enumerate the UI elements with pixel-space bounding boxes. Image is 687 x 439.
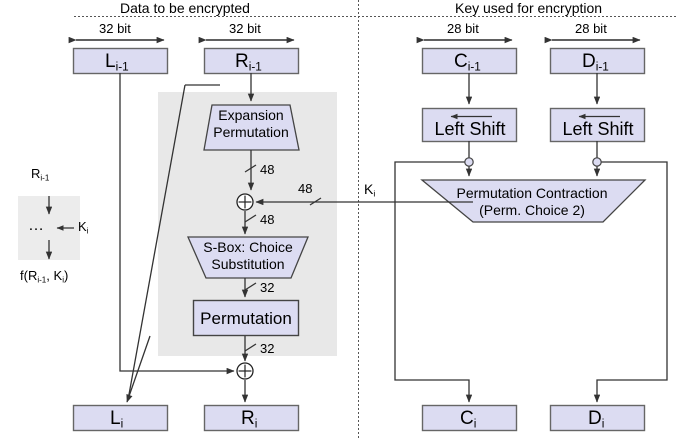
shape-permutation-contraction xyxy=(420,179,647,223)
header-title-left: Data to be encrypted xyxy=(120,0,250,16)
label-permutation-contraction: Permutation Contraction (Perm. Choice 2) xyxy=(452,186,612,217)
box-r-prev xyxy=(203,47,300,75)
label-d-next: Di xyxy=(588,409,604,430)
label-d-next-base: D xyxy=(588,408,602,429)
label-l-prev-base: L xyxy=(105,51,116,72)
label-r-prev-sub: i-1 xyxy=(248,60,262,74)
label-d-prev-base: D xyxy=(582,51,596,72)
header-title-right: Key used for encryption xyxy=(455,0,603,16)
bus-label-expansion-out: 48 xyxy=(260,162,275,177)
box-l-prev xyxy=(72,47,169,75)
inset-output-sub2: i xyxy=(62,275,64,285)
shape-sbox xyxy=(187,236,309,279)
label-l-prev-sub: i-1 xyxy=(115,60,129,74)
bus-label-sbox-out: 32 xyxy=(260,280,275,295)
label-c-prev-sub: i-1 xyxy=(467,60,481,74)
inset-output-prefix: f(R xyxy=(20,268,38,283)
label-subkey-base: K xyxy=(364,181,374,197)
label-c-next-base: C xyxy=(460,408,474,429)
inset-output-sub1: i-1 xyxy=(37,275,47,285)
label-r-next-base: R xyxy=(241,408,255,429)
label-r-prev-base: R xyxy=(235,51,249,72)
label-c-next-sub: i xyxy=(473,417,477,431)
wire-tap-c-to-cnext xyxy=(394,161,473,403)
label-sbox: S-Box: Choice Substitution xyxy=(190,240,306,271)
label-sbox-line2: Substitution xyxy=(211,256,285,272)
label-left-shift-2: Left Shift xyxy=(562,119,634,139)
inset-label-input: Ri-1 xyxy=(31,167,49,182)
label-d-prev: Di-1 xyxy=(582,52,609,73)
inset-label-dots: … xyxy=(28,217,45,234)
inset-label-key: Ki xyxy=(78,220,88,235)
xor-feistel xyxy=(236,362,254,380)
inset-input-sub: i-1 xyxy=(40,173,50,183)
label-l-prev: Li-1 xyxy=(105,52,129,73)
label-c-prev: Ci-1 xyxy=(454,52,481,73)
label-l-next: Li xyxy=(110,409,123,430)
label-c-next: Ci xyxy=(460,409,476,430)
box-c-next xyxy=(421,404,518,432)
shape-expansion-permutation xyxy=(203,104,300,151)
width-label-l-prev: 32 bit xyxy=(99,21,131,36)
box-r-next xyxy=(203,404,300,432)
box-permutation xyxy=(192,299,300,337)
box-left-shift-2 xyxy=(549,107,646,143)
inset-output-mid: , K xyxy=(46,268,63,283)
wire-tap-d-to-dnext xyxy=(593,161,668,403)
label-left-shift-1: Left Shift xyxy=(434,119,506,139)
box-left-shift-1 xyxy=(421,107,518,143)
box-l-next xyxy=(72,404,169,432)
label-l-next-sub: i xyxy=(120,417,124,431)
label-permutation: Permutation xyxy=(200,309,292,328)
width-label-r-prev: 32 bit xyxy=(229,21,261,36)
label-r-next-sub: i xyxy=(254,417,258,431)
wire-diagonal-arrowhead xyxy=(126,335,151,403)
inset-input-base: R xyxy=(31,166,41,181)
label-d-next-sub: i xyxy=(601,417,605,431)
inset-wires xyxy=(45,196,74,260)
bus-label-permutation-out: 32 xyxy=(260,341,275,356)
label-expansion-line2: Permutation xyxy=(213,124,289,140)
inset-output-suffix: ) xyxy=(64,268,69,283)
xor-key-mix xyxy=(236,193,254,211)
bus-label-key-in: 48 xyxy=(298,181,313,196)
inset-key-base: K xyxy=(78,219,87,234)
width-label-d-prev: 28 bit xyxy=(575,21,607,36)
label-l-next-base: L xyxy=(110,408,121,429)
wire-rprev-to-lnext xyxy=(127,84,220,401)
width-label-c-prev: 28 bit xyxy=(447,21,479,36)
junction-dots xyxy=(464,157,602,167)
label-pc2-line2: (Perm. Choice 2) xyxy=(479,202,585,218)
box-d-next xyxy=(549,404,646,432)
label-expansion-permutation: Expansion Permutation xyxy=(202,108,300,139)
box-d-prev xyxy=(549,47,646,75)
label-r-next: Ri xyxy=(241,409,257,430)
inset-key-sub: i xyxy=(86,226,89,236)
label-c-prev-base: C xyxy=(454,51,468,72)
label-subkey: Ki xyxy=(364,182,375,198)
label-pc2-line1: Permutation Contraction xyxy=(456,185,608,201)
bus-label-xor-out: 48 xyxy=(260,212,275,227)
label-sbox-line1: S-Box: Choice xyxy=(203,239,293,255)
wire-lprev-to-xor xyxy=(119,73,235,375)
label-r-prev: Ri-1 xyxy=(235,52,262,73)
label-subkey-sub: i xyxy=(373,188,376,199)
label-expansion-line1: Expansion xyxy=(218,107,284,123)
inset-label-output: f(Ri-1, Ki) xyxy=(20,269,68,284)
label-d-prev-sub: i-1 xyxy=(595,60,609,74)
